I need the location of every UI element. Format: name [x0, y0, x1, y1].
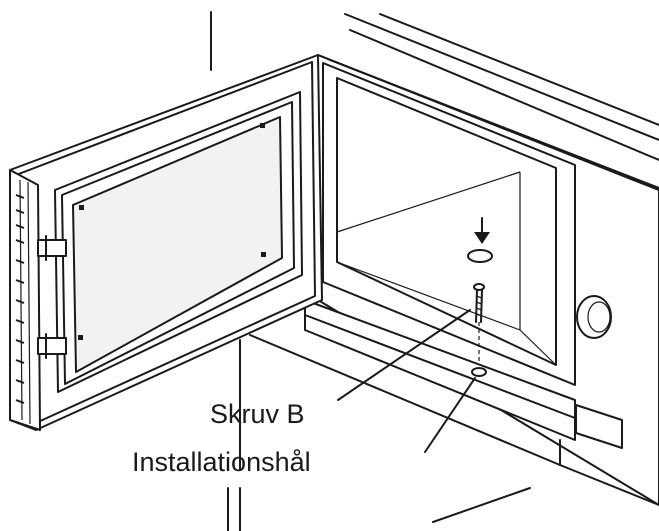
door: [9, 54, 323, 431]
leader-lines: [337, 309, 476, 453]
label-screw-b: Skruv B: [210, 399, 305, 429]
hinge-upper: [37, 239, 67, 257]
down-arrow-icon: [474, 232, 490, 244]
label-installation-hole: Installationshål: [132, 447, 311, 477]
screw-cap: [467, 249, 493, 263]
microwave-body: [239, 54, 659, 506]
cabinet-lines: [210, 11, 659, 531]
installation-hole: [471, 367, 487, 377]
control-panel: [575, 404, 623, 449]
hinge-lower: [37, 337, 67, 355]
screw-assembly: [467, 217, 493, 377]
